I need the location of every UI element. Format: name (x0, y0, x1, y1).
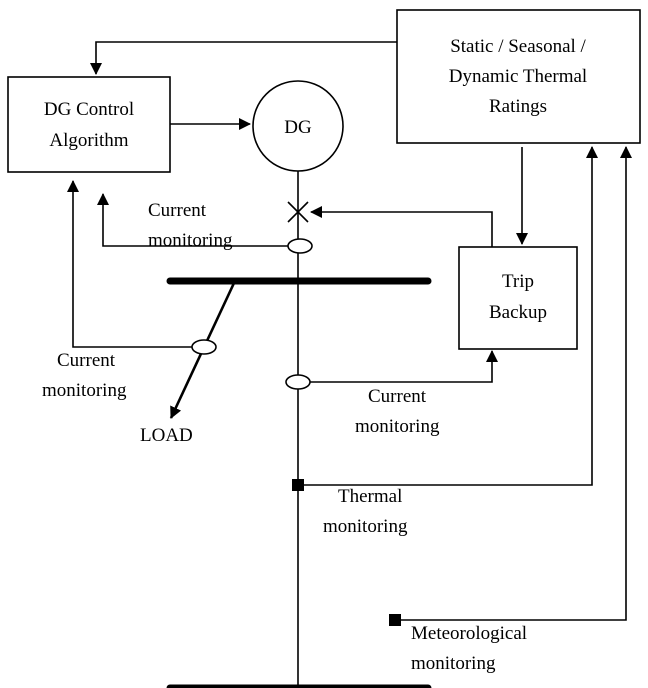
trip-backup-box: Trip Backup (458, 246, 578, 350)
meteorological-label-2: monitoring (411, 653, 496, 674)
thermal-label-1: Thermal (338, 486, 402, 507)
current-sensor-load (191, 339, 217, 355)
dg-control-line-1: DG Control (44, 99, 134, 120)
current-top-label-1: Current (148, 200, 207, 221)
thermal-label-2: monitoring (323, 516, 408, 537)
ratings-line-1: Static / Seasonal / (450, 36, 586, 57)
current-sensor-feeder (285, 374, 311, 390)
meteorological-to-ratings-arrow (401, 146, 632, 621)
trip-to-breaker-arrow (310, 206, 493, 247)
ratings-to-control-arrow (90, 41, 397, 75)
current-left-label-1: Current (57, 350, 116, 371)
dg-label: DG (284, 117, 312, 138)
thermal-sensor (292, 479, 304, 491)
current-sensor-top (287, 238, 313, 254)
current-right-label-1: Current (368, 386, 427, 407)
meteorological-label-1: Meteorological (411, 623, 527, 644)
current-top-label-2: monitoring (148, 230, 233, 251)
current-top-to-control-arrow (97, 193, 288, 247)
current-left-label-2: monitoring (42, 380, 127, 401)
current-load-to-control-arrow (67, 180, 192, 348)
dg-control-line-2: Algorithm (49, 130, 128, 151)
ratings-line-2: Dynamic Thermal (449, 66, 587, 87)
ratings-line-3: Ratings (489, 96, 547, 117)
current-feeder-to-trip-arrow (310, 350, 498, 383)
meteorological-sensor (389, 614, 401, 626)
circuit-breaker (287, 201, 309, 223)
current-right-label-2: monitoring (355, 416, 440, 437)
dg-control-algorithm-box: DG Control Algorithm (7, 76, 171, 173)
thermal-to-ratings-arrow (304, 146, 598, 486)
dg-generator: DG (252, 80, 344, 172)
load-label: LOAD (140, 425, 193, 446)
trip-backup-line-1: Trip (502, 271, 534, 292)
trip-backup-line-2: Backup (489, 302, 547, 323)
ratings-box: Static / Seasonal / Dynamic Thermal Rati… (396, 9, 641, 144)
